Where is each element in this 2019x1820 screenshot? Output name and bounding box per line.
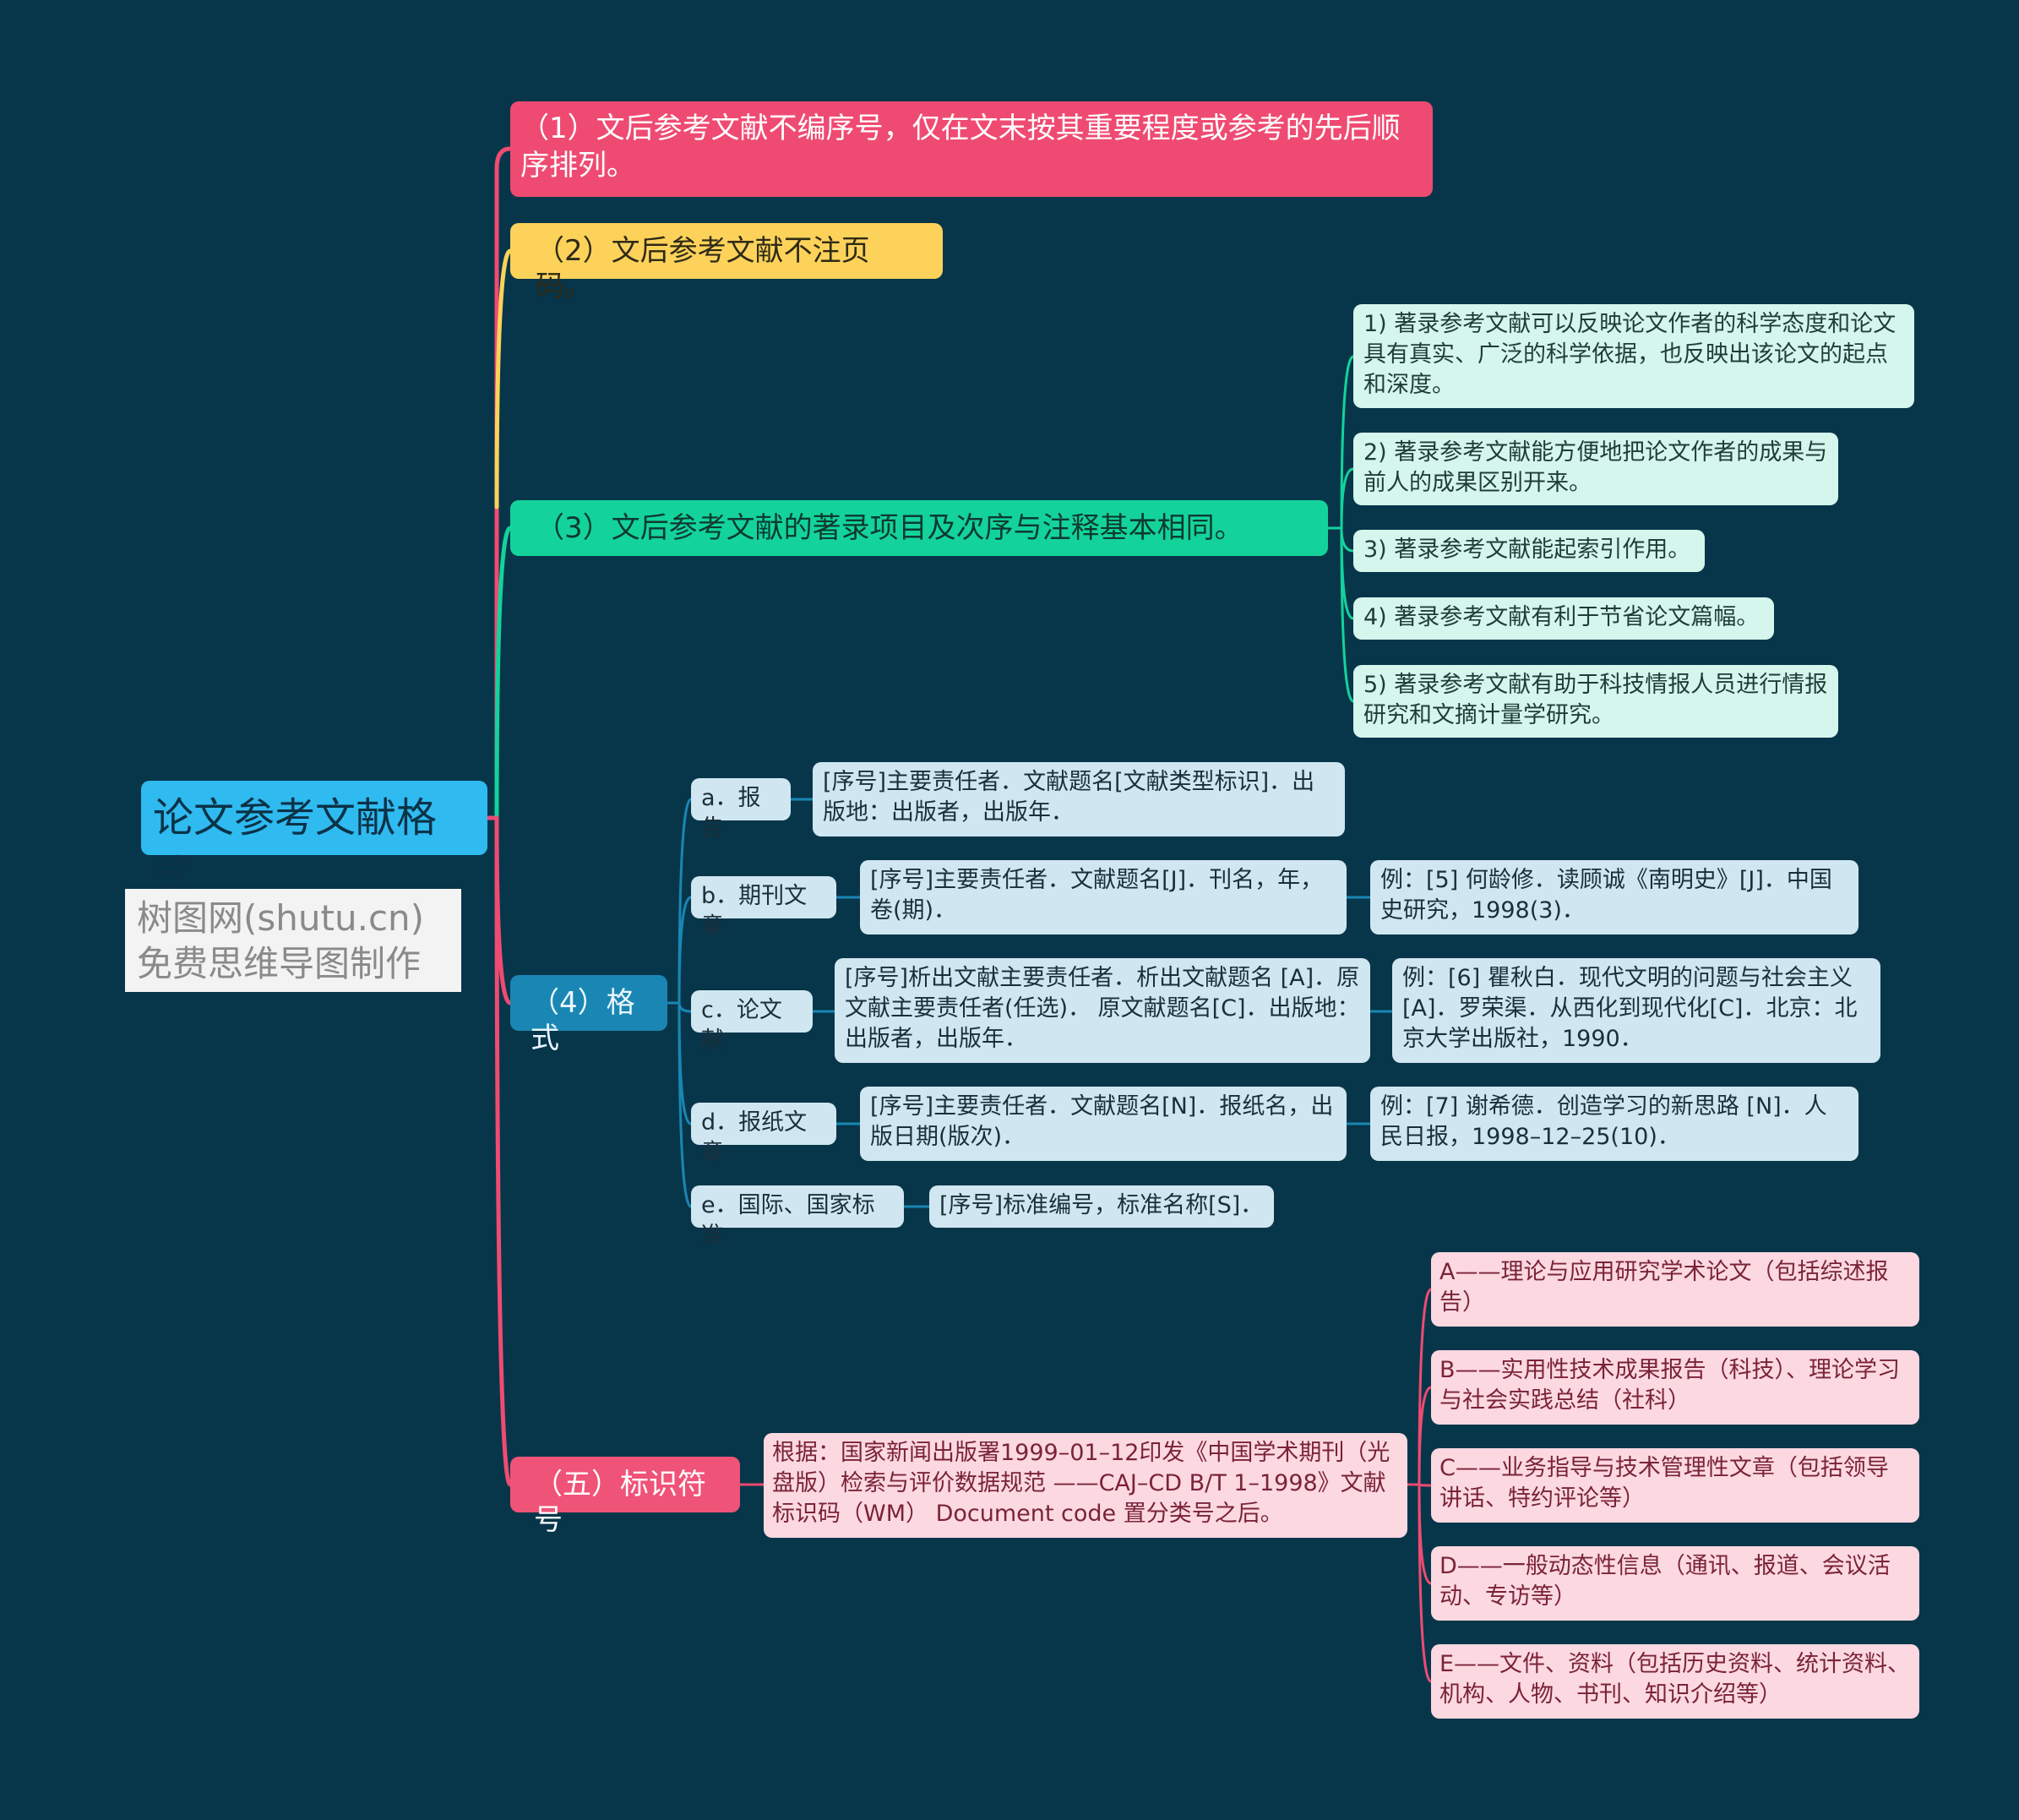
edge-basis-B (1418, 1386, 1432, 1485)
identifier-basis[interactable]: 根据：国家新闻出版署1999–01–12印发《中国学术期刊（光盘版）检索与评价数… (764, 1433, 1407, 1538)
format-b-example[interactable]: 例：[5] 何龄修．读顾诚《南明史》[J]．中国史研究，1998(3)． (1370, 860, 1858, 935)
format-item-e[interactable]: e．国际、国家标准 (691, 1185, 904, 1249)
code-A[interactable]: A——理论与应用研究学术论文（包括综述报告） (1431, 1252, 1919, 1327)
branch-3-child-5[interactable]: 5) 著录参考文献有助于科技情报人员进行情报研究和文摘计量学研究。 (1353, 665, 1838, 738)
watermark-line2: 免费思维导图制作 (137, 943, 422, 984)
watermark-logo: 树图网(shutu.cn) 免费思维导图制作 (125, 889, 461, 992)
edge-b4-c (678, 1002, 692, 1013)
format-e-pattern[interactable]: [序号]标准编号，标准名称[S]． (929, 1185, 1274, 1228)
format-c-pattern[interactable]: [序号]析出文献主要责任者．析出文献题名 [A]．原文献主要责任者(任选)． 原… (835, 958, 1370, 1063)
format-a-pattern[interactable]: [序号]主要责任者．文献题名[文献类型标识]．出版地：出版者，出版年． (813, 762, 1345, 836)
edge-b3-c2 (1340, 467, 1354, 529)
format-item-c[interactable]: c．论文献 (691, 990, 813, 1054)
root-topic[interactable]: 论文参考文献格式 (141, 781, 487, 899)
branch-3-child-3[interactable]: 3) 著录参考文献能起索引作用。 (1353, 530, 1705, 572)
branch-3[interactable]: （3）文后参考文献的著录项目及次序与注释基本相同。 (510, 500, 1328, 556)
branch-3-child-1[interactable]: 1) 著录参考文献可以反映论文作者的科学态度和论文具有真实、广泛的科学依据，也反… (1353, 304, 1914, 408)
branch-4[interactable]: （4）格式 (510, 975, 667, 1055)
edge-basis-E (1418, 1484, 1432, 1683)
edge-root-b2 (494, 248, 513, 509)
edge-root-b5 (494, 815, 513, 1487)
code-E[interactable]: E——文件、资料（包括历史资料、统计资料、机构、人物、书刊、知识介绍等） (1431, 1644, 1919, 1719)
branch-1[interactable]: （1）文后参考文献不编序号，仅在文末按其重要程度或参考的先后顺序排列。 (510, 101, 1433, 197)
edge-b3-c5 (1340, 527, 1354, 703)
branch-5[interactable]: （五）标识符号 (510, 1457, 740, 1537)
code-B[interactable]: B——实用性技术成果报告（科技）、理论学习与社会实践总结（社科） (1431, 1350, 1919, 1425)
edge-b4-b (678, 896, 692, 1004)
edge-b4-e (678, 1002, 692, 1208)
branch-3-child-2[interactable]: 2) 著录参考文献能方便地把论文作者的成果与前人的成果区别开来。 (1353, 433, 1838, 505)
branch-3-child-4[interactable]: 4) 著录参考文献有利于节省论文篇幅。 (1353, 597, 1774, 640)
code-C[interactable]: C——业务指导与技术管理性文章（包括领导讲话、特约评论等） (1431, 1448, 1919, 1523)
edge-b3-c3 (1340, 527, 1354, 553)
code-D[interactable]: D——一般动态性信息（通讯、报道、会议活动、专访等） (1431, 1546, 1919, 1621)
format-d-pattern[interactable]: [序号]主要责任者．文献题名[N]．报纸名，出版日期(版次)． (860, 1087, 1347, 1161)
edge-root-b3 (494, 526, 513, 820)
format-b-pattern[interactable]: [序号]主要责任者．文献题名[J]．刊名，年，卷(期)． (860, 860, 1347, 935)
format-d-example[interactable]: 例：[7] 谢希德．创造学习的新思路 [N]．人民日报，1998–12–25(1… (1370, 1087, 1858, 1161)
branch-2[interactable]: （2）文后参考文献不注页码。 (510, 223, 943, 303)
edge-b3-c1 (1328, 355, 1354, 530)
format-item-b[interactable]: b．期刊文章 (691, 876, 836, 940)
format-item-d[interactable]: d．报纸文章 (691, 1103, 836, 1166)
format-item-a[interactable]: a．报告 (691, 778, 791, 842)
format-c-example[interactable]: 例：[6] 瞿秋白．现代文明的问题与社会主义[A]．罗荣渠．从西化到现代化[C]… (1392, 958, 1880, 1063)
watermark-line1: 树图网(shutu.cn) (137, 897, 425, 939)
